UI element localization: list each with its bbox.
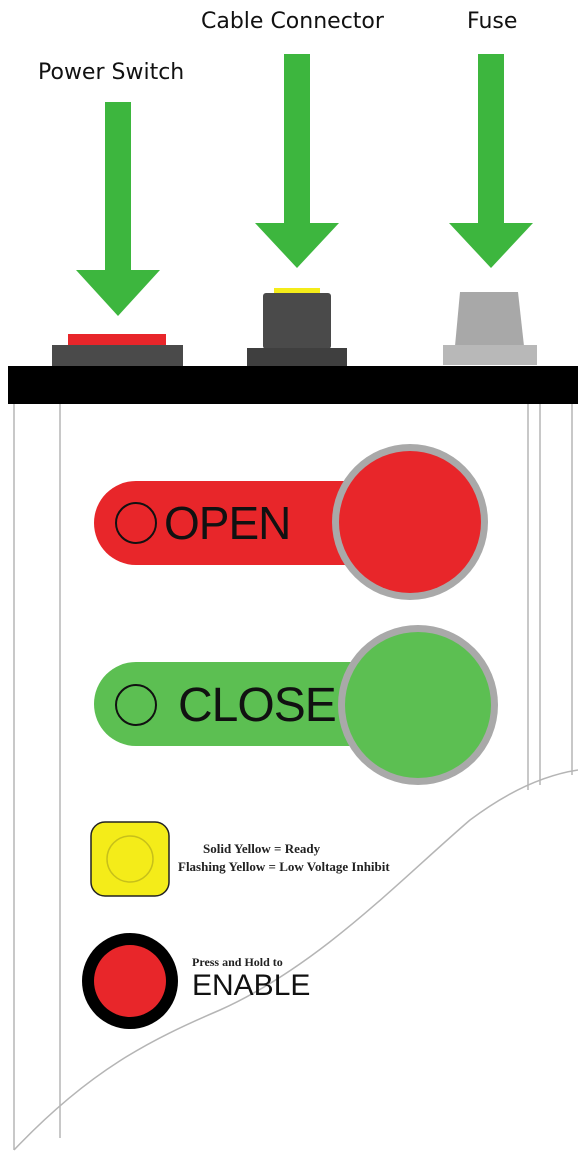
arrow-cable-connector (255, 54, 339, 268)
enable-button[interactable] (82, 933, 178, 1029)
arrow-power-switch (76, 102, 160, 316)
ready-indicator (91, 822, 169, 896)
close-label: CLOSE (178, 679, 336, 733)
ready-legend-line1: Solid Yellow = Ready (203, 841, 320, 857)
ready-legend-line2: Flashing Yellow = Low Voltage Inhibit (178, 859, 390, 875)
fuse (443, 292, 537, 365)
arrow-fuse (449, 54, 533, 268)
open-label: OPEN (164, 497, 290, 549)
enable-label: ENABLE (192, 968, 310, 1004)
top-bar (8, 366, 578, 404)
open-button[interactable] (94, 444, 488, 600)
cable-connector (247, 288, 347, 366)
power-switch (52, 334, 183, 367)
